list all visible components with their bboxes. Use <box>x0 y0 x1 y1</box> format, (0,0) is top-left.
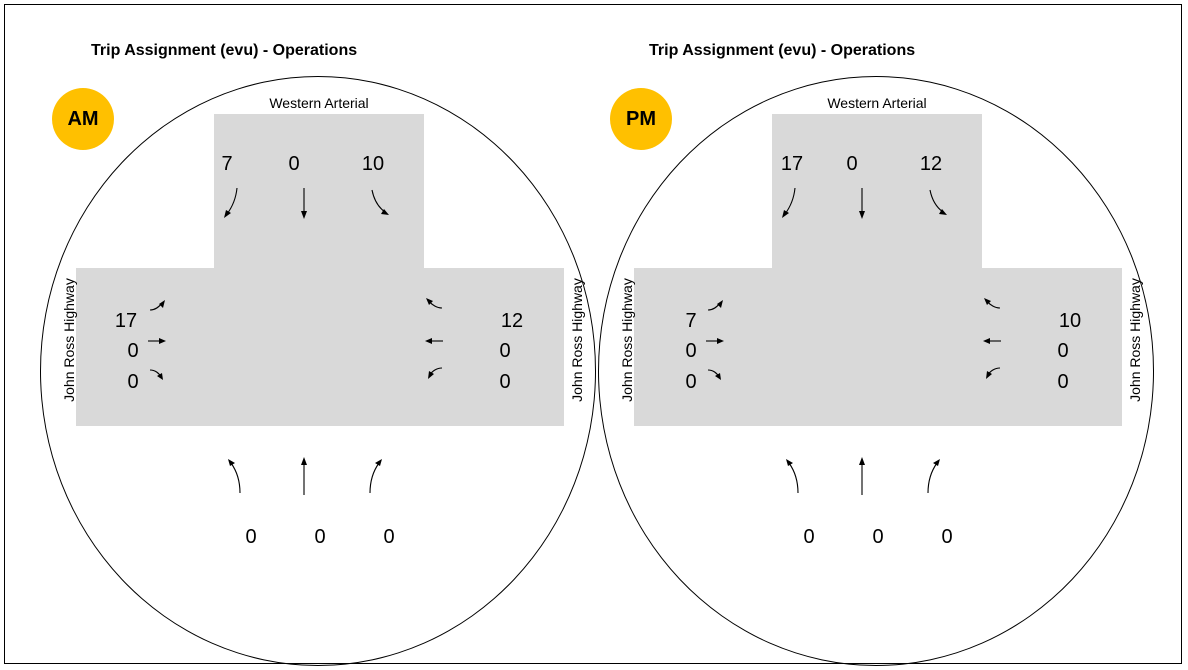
arrowhead <box>939 209 947 215</box>
arrowhead <box>715 373 721 380</box>
north-right-volume: 12 <box>919 153 943 175</box>
arrowhead <box>157 373 163 380</box>
pm-panel: Trip Assignment (evu) - Operations PM We… <box>558 0 1154 670</box>
north-through-volume: 0 <box>846 153 858 175</box>
north-road-label: Western Arterial <box>269 95 369 111</box>
south-left-arrow <box>788 462 799 494</box>
arrowhead <box>159 300 165 308</box>
west-left-volume: 7 <box>685 310 697 332</box>
am-panel: Trip Assignment (evu) - Operations AM We… <box>0 0 596 670</box>
south-through-volume: 0 <box>872 526 884 548</box>
north-right-volume: 10 <box>361 153 385 175</box>
west-left-volume: 17 <box>114 310 138 332</box>
arrowhead <box>301 457 307 465</box>
intersection-circle <box>40 76 596 666</box>
west-right-volume: 0 <box>127 371 139 393</box>
arrowhead <box>428 371 434 379</box>
arrowhead <box>933 459 940 466</box>
east-through-volume: 0 <box>1057 340 1069 362</box>
arrowhead <box>782 210 789 218</box>
east-right-volume: 0 <box>1057 371 1069 393</box>
south-left-volume: 0 <box>245 526 257 548</box>
north-left-volume: 17 <box>780 153 804 175</box>
north-right-arrow <box>371 189 386 213</box>
arrowhead <box>717 300 723 308</box>
arrowhead <box>375 459 382 466</box>
period-badge: PM <box>610 88 672 150</box>
arrowhead <box>425 338 432 344</box>
south-right-volume: 0 <box>383 526 395 548</box>
period-badge: AM <box>52 88 114 150</box>
east-road-label: John Ross Highway <box>1127 278 1143 402</box>
panel-title: Trip Assignment (evu) - Operations <box>91 42 358 59</box>
east-left-volume: 12 <box>500 310 524 332</box>
arrowhead <box>986 371 992 379</box>
arrowhead <box>859 211 865 219</box>
north-right-arrow <box>929 189 944 213</box>
west-through-volume: 0 <box>127 340 139 362</box>
north-left-volume: 7 <box>221 153 233 175</box>
arrowhead <box>859 457 865 465</box>
north-left-arrow <box>226 187 238 215</box>
north-approach <box>772 114 982 270</box>
north-left-arrow <box>784 187 796 215</box>
north-approach <box>214 114 424 270</box>
arrowhead <box>717 338 724 344</box>
south-right-arrow <box>369 462 380 494</box>
movement-arrows <box>706 187 1001 495</box>
north-road-label: Western Arterial <box>827 95 927 111</box>
arrowhead <box>381 209 389 215</box>
panel-title: Trip Assignment (evu) - Operations <box>649 42 916 59</box>
south-right-volume: 0 <box>941 526 953 548</box>
arrowhead <box>228 459 235 466</box>
east-left-volume: 10 <box>1058 310 1082 332</box>
east-west-approach <box>634 268 1122 426</box>
west-through-volume: 0 <box>685 340 697 362</box>
arrowhead <box>984 298 991 305</box>
south-left-volume: 0 <box>803 526 815 548</box>
south-right-arrow <box>927 462 938 494</box>
arrowhead <box>301 211 307 219</box>
south-left-arrow <box>230 462 241 494</box>
movement-arrows <box>148 187 443 495</box>
east-west-approach <box>76 268 564 426</box>
arrowhead <box>983 338 990 344</box>
west-right-volume: 0 <box>685 371 697 393</box>
arrowhead <box>426 298 433 305</box>
east-right-volume: 0 <box>499 371 511 393</box>
south-through-volume: 0 <box>314 526 326 548</box>
east-through-volume: 0 <box>499 340 511 362</box>
north-through-volume: 0 <box>288 153 300 175</box>
arrowhead <box>786 459 793 466</box>
arrowhead <box>224 210 231 218</box>
intersection-circle <box>598 76 1154 666</box>
arrowhead <box>159 338 166 344</box>
figure-frame <box>4 4 1182 664</box>
